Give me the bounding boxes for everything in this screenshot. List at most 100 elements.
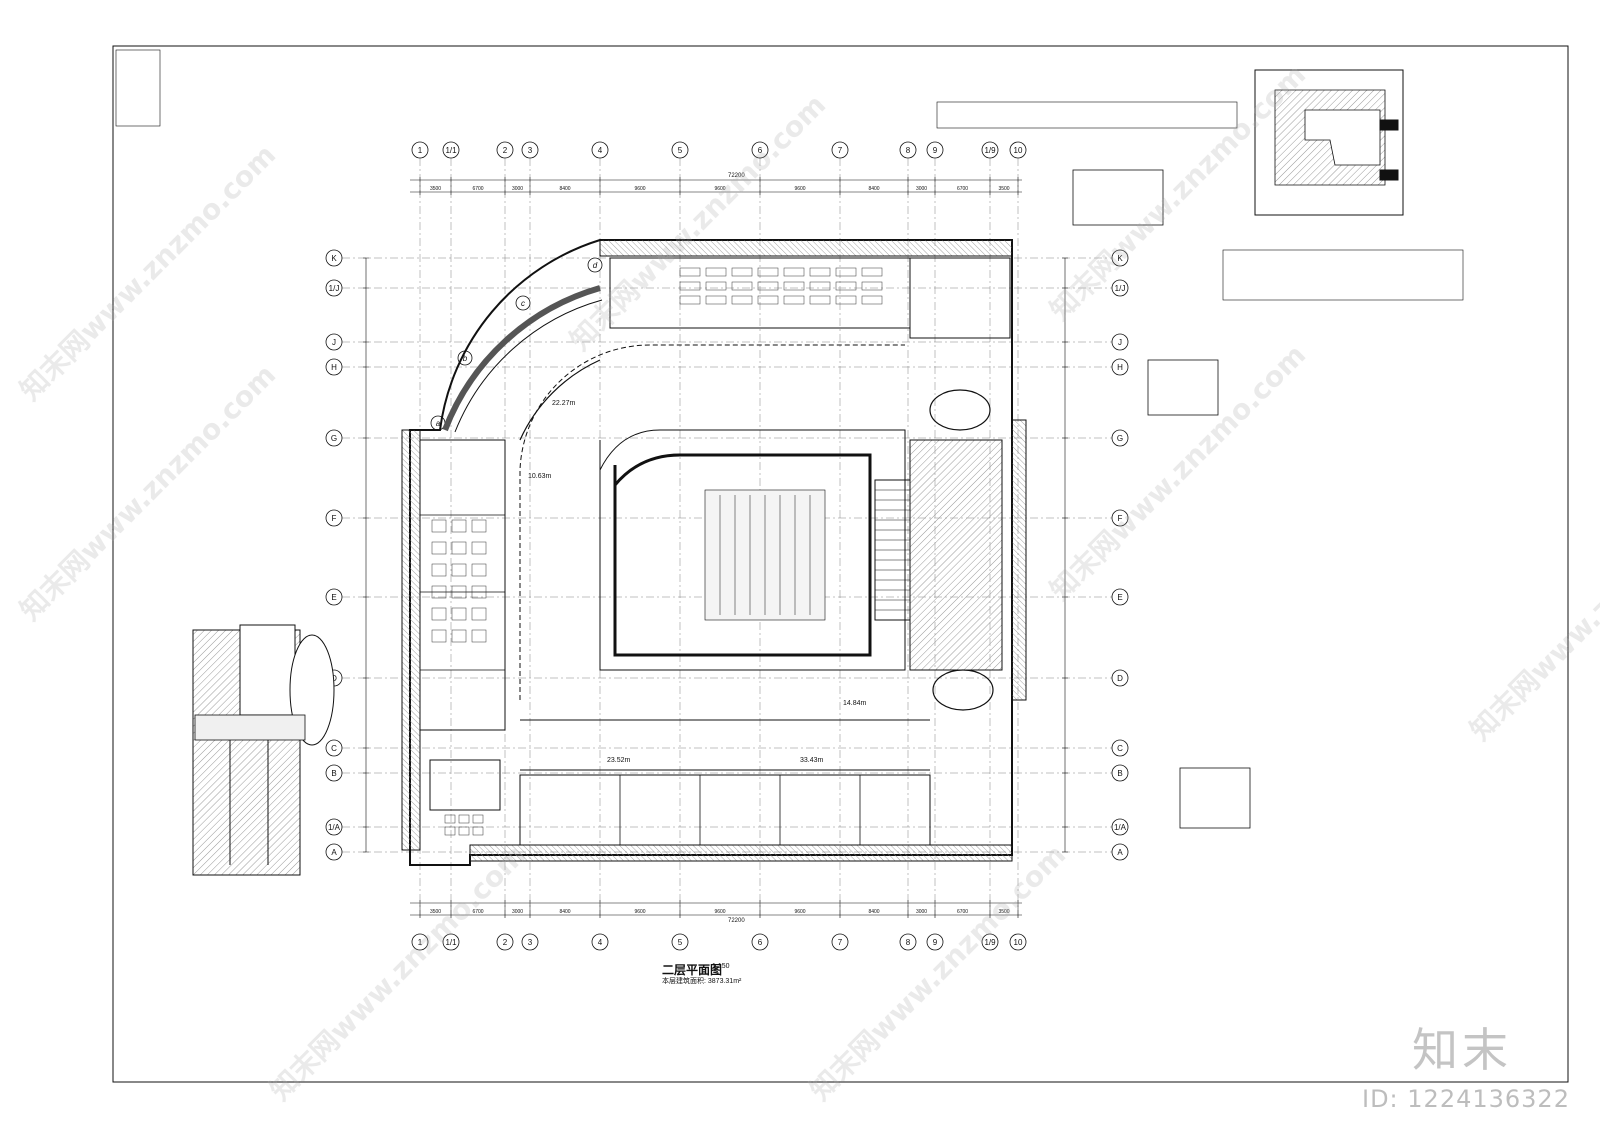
desk — [471, 607, 487, 621]
dimension-value: 3000 — [512, 186, 523, 192]
axis-label: K — [1117, 254, 1123, 263]
dimension-value: 8400 — [559, 186, 570, 192]
dimension-lines: 3500 6700 3000 8400 9600 9600 9600 8400 3000 6700… — [363, 177, 1068, 918]
desk — [861, 295, 883, 305]
desk — [471, 519, 487, 533]
axis-bubble-col: 9 — [926, 141, 944, 159]
axis-bubble-row: E — [325, 588, 343, 606]
dimension-value: 3500 — [430, 186, 441, 192]
desk — [451, 629, 467, 643]
corridor-width-4: 10.63m — [528, 473, 552, 480]
axis-bubble-col: 10 — [1009, 933, 1027, 951]
axis-label: 7 — [838, 146, 843, 155]
arc-axis-bubble: c — [515, 295, 531, 311]
axis-label: 6 — [758, 938, 763, 947]
drawing-scale: 1:150 — [712, 963, 730, 970]
desk — [861, 281, 883, 291]
desk — [471, 585, 487, 599]
arc-axis-bubble: d — [587, 257, 603, 273]
dimension-value: 9600 — [794, 186, 805, 192]
building-outline — [401, 239, 1027, 866]
axis-label: K — [331, 254, 337, 263]
axis-bubble-col: 6 — [751, 933, 769, 951]
axis-label: G — [1117, 434, 1123, 443]
axis-label: 1/1 — [445, 938, 457, 947]
dimension-value: 6700 — [472, 909, 483, 915]
dimension-value: 3000 — [916, 909, 927, 915]
axis-label: 2 — [503, 938, 508, 947]
axis-label: B — [1117, 769, 1122, 778]
desk — [444, 826, 456, 836]
axis-label: B — [331, 769, 336, 778]
desk — [679, 267, 701, 277]
desk — [679, 295, 701, 305]
desk — [472, 826, 484, 836]
axis-bubble-row: 1/J — [325, 279, 343, 297]
info-tables — [115, 49, 1464, 301]
desk — [731, 295, 753, 305]
desk — [431, 607, 447, 621]
desk — [757, 295, 779, 305]
axis-bubble-row: E — [1111, 588, 1129, 606]
desk — [783, 267, 805, 277]
axis-bubble-row: A — [325, 843, 343, 861]
axis-bubble-col: 1/1 — [442, 933, 460, 951]
axis-bubble-row: J — [1111, 333, 1129, 351]
dimension-value: 9600 — [634, 909, 645, 915]
dimension-value: 8400 — [868, 909, 879, 915]
axis-label: 6 — [758, 146, 763, 155]
axis-bubble-row: C — [1111, 739, 1129, 757]
desk — [451, 563, 467, 577]
axis-bubble-col: 5 — [671, 933, 689, 951]
corridor-width-2: 23.52m — [607, 757, 631, 764]
desk — [471, 629, 487, 643]
desk — [431, 629, 447, 643]
desk — [705, 281, 727, 291]
key-plan — [1254, 69, 1404, 216]
desk — [731, 267, 753, 277]
axis-label: 1/A — [328, 823, 341, 832]
desk — [783, 281, 805, 291]
axis-bubble-col: 8 — [899, 933, 917, 951]
axis-bubble-col: 1 — [411, 141, 429, 159]
axis-bubble-col: 7 — [831, 141, 849, 159]
axis-label: H — [331, 363, 337, 372]
axis-label: F — [332, 514, 337, 523]
corridor-width-1: 33.43m — [800, 757, 824, 764]
desk — [679, 281, 701, 291]
axis-label: C — [331, 744, 337, 753]
axis-bubble-col: 9 — [926, 933, 944, 951]
dimension-value: 9600 — [714, 909, 725, 915]
axis-bubble-col: 7 — [831, 933, 849, 951]
dimension-value: 3500 — [998, 186, 1009, 192]
axis-label: J — [1118, 338, 1122, 347]
dimension-value: 6700 — [957, 186, 968, 192]
drawing-title: 二层平面图 — [662, 963, 723, 977]
axis-bubble-col: 3 — [521, 141, 539, 159]
axis-bubble-row: B — [1111, 764, 1129, 782]
dimension-value: 3500 — [430, 909, 441, 915]
axis-bubble-row: D — [1111, 669, 1129, 687]
dimension-value: 3500 — [998, 909, 1009, 915]
axis-label: 8 — [906, 146, 911, 155]
desk — [783, 295, 805, 305]
sheet-border — [112, 45, 1569, 1083]
axis-label: 9 — [933, 938, 938, 947]
axis-label: 4 — [598, 146, 603, 155]
desk — [471, 563, 487, 577]
axis-bubble-row: G — [325, 429, 343, 447]
arc-axis-bubble: b — [457, 350, 473, 366]
axis-label: A — [1117, 848, 1123, 857]
axis-bubble-row: F — [325, 509, 343, 527]
axis-label: J — [332, 338, 336, 347]
axis-bubble-row: 1/J — [1111, 279, 1129, 297]
desk — [471, 541, 487, 555]
desk — [458, 814, 470, 824]
axis-label: 5 — [678, 146, 683, 155]
axis-bubble-col: 1/9 — [981, 933, 999, 951]
detail-callouts — [1072, 169, 1251, 829]
axis-label: 1/J — [329, 284, 340, 293]
dimension-value: 3000 — [512, 909, 523, 915]
floor-area-label: 本层建筑面积: 3873.31m² — [662, 978, 742, 985]
